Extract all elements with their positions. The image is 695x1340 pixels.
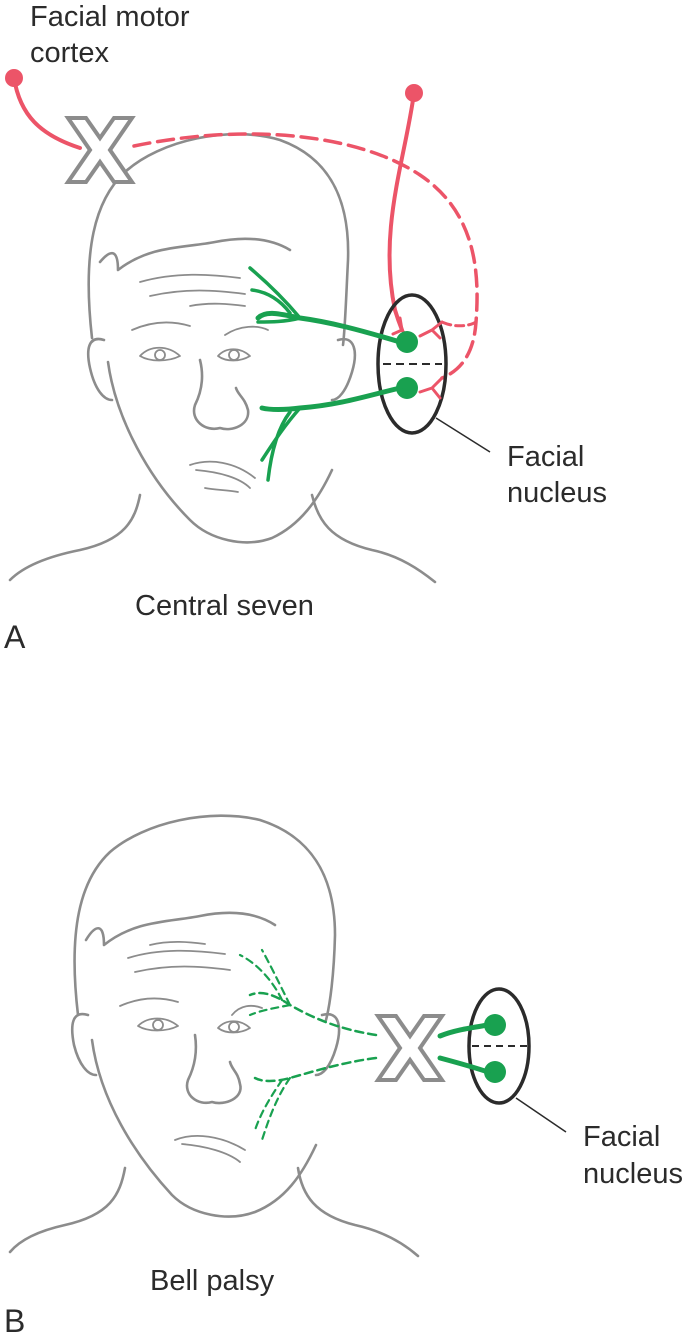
left-ear-a [86, 337, 114, 402]
caption-central-seven: Central seven [135, 590, 314, 622]
peripheral-lesion-x-icon [376, 1014, 444, 1082]
left-brow-a [131, 321, 191, 331]
right-pupil-b [228, 1021, 240, 1033]
neck-left-b [8, 1166, 127, 1254]
label-facial-motor-cortex-line1: Facial motor [30, 1, 190, 33]
corticobulbar-axon-left [12, 76, 82, 150]
face-sketch-a [8, 132, 437, 584]
left-pupil-a [154, 349, 166, 361]
chin-line-a [204, 487, 239, 493]
motor-neuron-upper-face-a [396, 331, 418, 353]
facial-nerve-dashed-lower-branches [253, 1076, 292, 1142]
forehead-lines-b [127, 940, 231, 973]
corticobulbar-dashed-path [132, 132, 479, 380]
synapse-terminal-lower [418, 376, 444, 400]
panel-b: Facial nucleus Bell palsy B [4, 814, 683, 1339]
label-facial-nucleus-b-line2: nucleus [583, 1158, 683, 1190]
right-brow-b [231, 1004, 263, 1016]
forehead-lines-a [139, 273, 246, 307]
cortical-lesion-x-icon [66, 116, 134, 184]
mouth-a [189, 460, 256, 489]
panel-a: Facial motor cortex Facial nucleus Centr… [4, 1, 607, 655]
left-ear-b [70, 1012, 98, 1077]
facial-nucleus-a [376, 293, 448, 435]
synapse-terminal-upper-right [418, 320, 444, 340]
facial-nerve-lower-branches-a [260, 406, 302, 482]
panel-letter-b: B [4, 1303, 25, 1339]
right-brow-a [224, 325, 269, 336]
corticobulbar-axon-right [387, 91, 416, 332]
left-brow-b [119, 997, 179, 1007]
nose-a [192, 358, 250, 431]
motor-neuron-upper-face-b [484, 1014, 506, 1036]
left-pupil-b [152, 1019, 164, 1031]
neck-right-a [310, 493, 437, 584]
facial-nerve-dashed-lower [253, 1056, 378, 1083]
face-contour-b [90, 1038, 318, 1218]
right-eye-a [217, 348, 251, 362]
facial-nerve-upper-a [255, 310, 403, 345]
hairline-a [98, 237, 292, 272]
dashed-branch-upper [440, 320, 478, 328]
hairline-b [84, 911, 277, 947]
label-facial-nucleus-b-line1: Facial [583, 1121, 660, 1153]
face-sketch-b [8, 814, 420, 1258]
panel-letter-a: A [4, 619, 26, 655]
left-eye-a [139, 346, 181, 362]
right-pupil-a [228, 349, 240, 361]
mouth-b [174, 1135, 246, 1163]
right-ear-b [314, 1012, 341, 1077]
motor-neuron-lower-face-b [484, 1061, 506, 1083]
facial-nerve-dashed-upper [248, 991, 378, 1037]
head-outline-a [87, 132, 350, 347]
nose-b [185, 1033, 242, 1105]
facial-nerve-upper-branches-a [248, 266, 302, 324]
label-facial-nucleus-a-line1: Facial [507, 441, 584, 473]
face-contour-a [106, 360, 334, 544]
facial-nerve-stub-upper-b [437, 1022, 491, 1039]
right-ear-a [330, 337, 357, 402]
label-facial-nucleus-a-line2: nucleus [507, 477, 607, 509]
facial-nerve-stub-lower-b [437, 1055, 491, 1075]
facial-nerve-dashed-upper-branches [238, 948, 292, 1017]
facial-nucleus-b [467, 987, 531, 1105]
label-facial-motor-cortex-line2: cortex [30, 37, 109, 69]
caption-bell-palsy: Bell palsy [150, 1265, 275, 1297]
right-eye-b [217, 1020, 251, 1034]
head-outline-b [73, 814, 337, 1022]
leader-line-nucleus-a [435, 417, 491, 453]
neck-left-a [8, 493, 142, 582]
facial-nerve-lower-a [259, 385, 403, 412]
leader-line-nucleus-b [515, 1097, 567, 1133]
neck-right-b [296, 1166, 420, 1258]
motor-neuron-lower-face-a [396, 377, 418, 399]
left-eye-b [137, 1017, 179, 1032]
